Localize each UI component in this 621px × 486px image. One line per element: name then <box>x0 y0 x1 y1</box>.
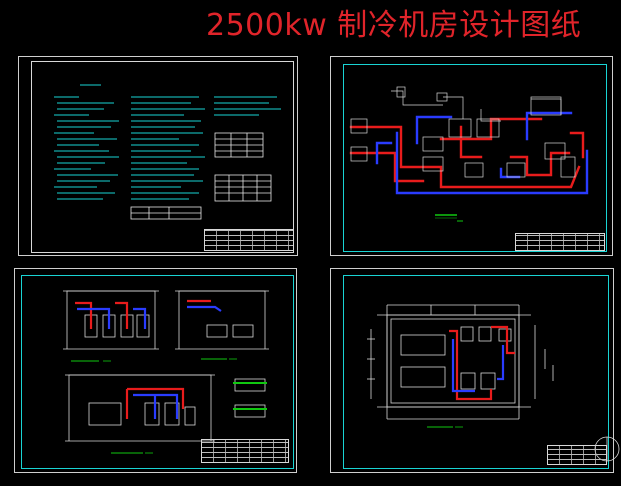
design-notes-drawing <box>54 84 281 220</box>
sheet-sections[interactable] <box>14 268 297 473</box>
sheet-inner-frame <box>343 275 609 469</box>
sheet-inner-frame <box>21 275 294 469</box>
title-block <box>547 445 607 465</box>
title-block <box>201 439 289 463</box>
sheet-inner-frame <box>31 61 294 253</box>
sheet-floor-plan[interactable] <box>330 268 620 473</box>
title-block <box>204 229 294 251</box>
drawing-set-title: 2500kw 制冷机房设计图纸 <box>206 8 582 43</box>
floor-plan-drawing <box>367 304 620 462</box>
sheet-inner-frame <box>343 64 607 252</box>
title-block <box>515 233 605 251</box>
sheet-design-notes[interactable] <box>18 56 298 256</box>
sheet-system-schematic[interactable] <box>330 56 613 256</box>
system-schematic-drawing <box>349 86 589 222</box>
sections-drawing <box>63 290 269 454</box>
